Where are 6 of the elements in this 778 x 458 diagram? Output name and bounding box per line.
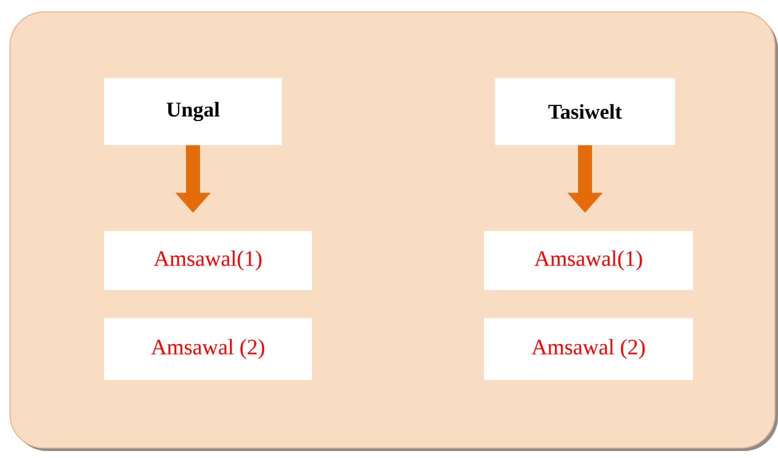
heading-box: Tasiwelt — [495, 78, 675, 145]
item-box: Amsawal(1) — [484, 231, 693, 290]
item-box: Amsawal (2) — [104, 318, 312, 380]
item-box: Amsawal(1) — [104, 231, 312, 290]
item-box: Amsawal (2) — [484, 318, 693, 380]
heading-box: Ungal — [104, 78, 282, 145]
